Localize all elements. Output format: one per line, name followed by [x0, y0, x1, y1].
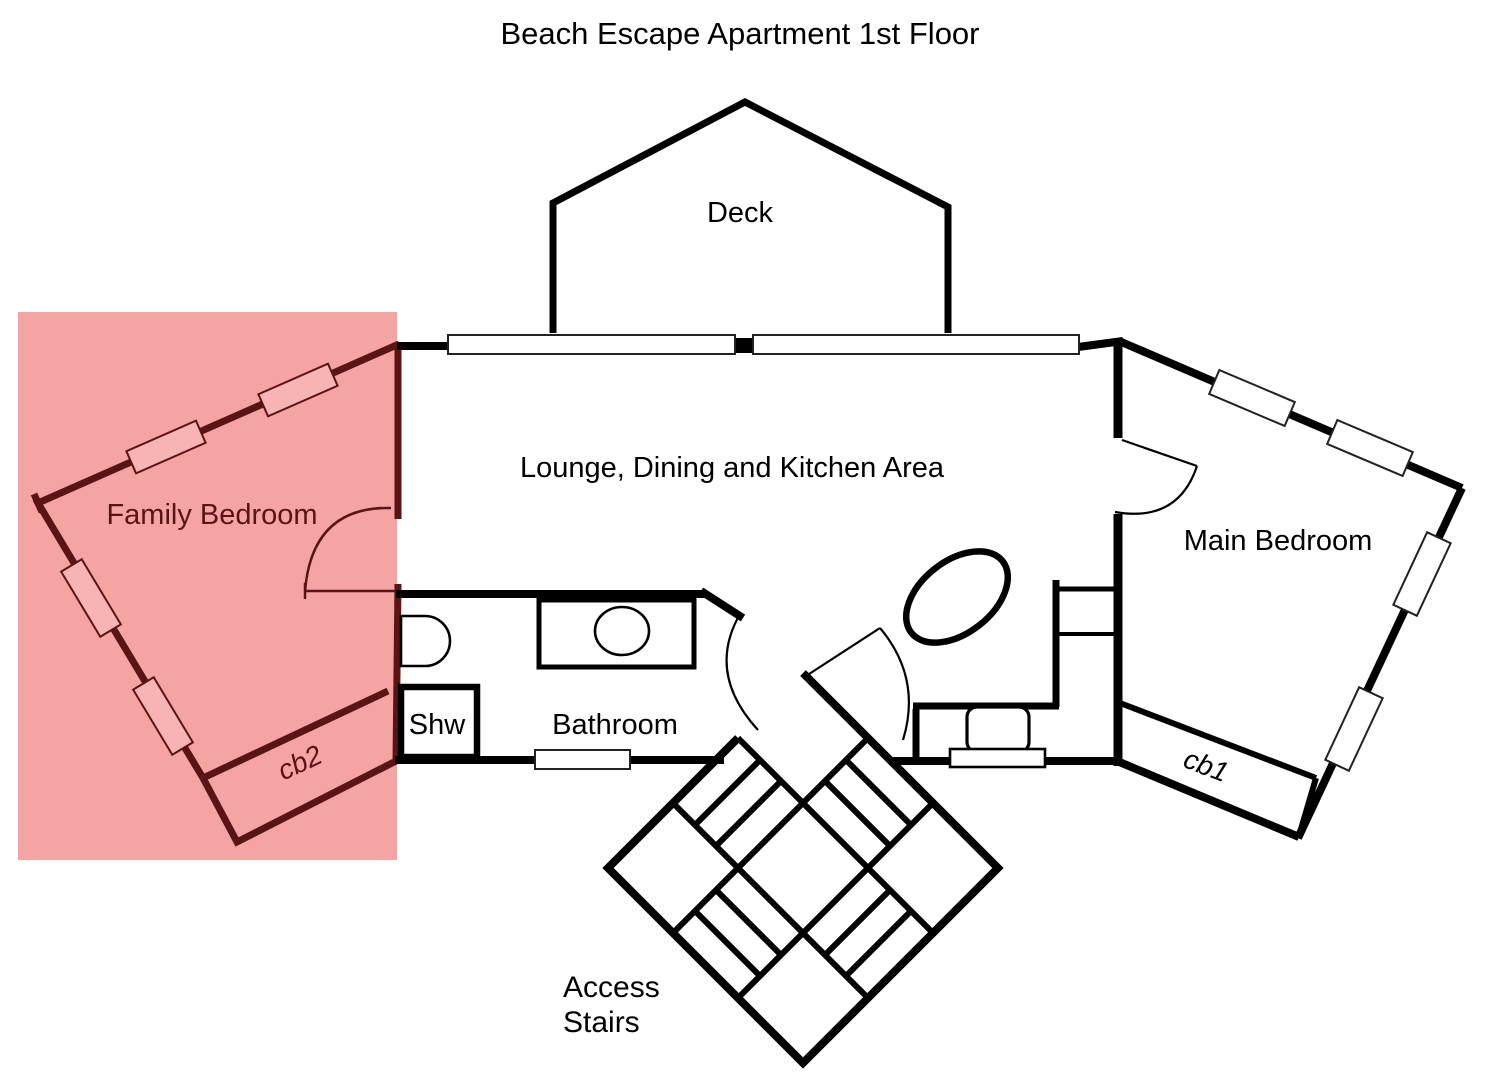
lounge-deck-window	[752, 334, 1080, 355]
access-stairs-label-line2: Stairs	[563, 1006, 640, 1039]
cupboard1-label: cb1	[1180, 743, 1233, 788]
shower-label: Shw	[409, 709, 466, 741]
bathroom-door-swing-arc	[725, 613, 759, 731]
page-title: Beach Escape Apartment 1st Floor	[500, 16, 979, 51]
stairs-flight-edges	[670, 735, 936, 1001]
family-bedroom-label: Family Bedroom	[106, 499, 317, 531]
deck-label: Deck	[707, 197, 774, 229]
bathroom-toilet	[399, 614, 452, 668]
stairs-door-swing-arc	[879, 627, 910, 741]
main-bedroom-label: Main Bedroom	[1184, 525, 1373, 557]
door-swings	[725, 438, 1199, 741]
access-stairs-label-line1: Access	[563, 971, 660, 1004]
main-bedroom-door-leaf	[1121, 438, 1198, 468]
main-bedroom-window	[1323, 685, 1385, 773]
access-stairs	[602, 670, 1004, 1069]
bathroom-basin	[593, 605, 651, 657]
main-bedroom-bottom-wall	[1115, 757, 1301, 841]
windows	[447, 334, 1453, 773]
cupboard2-outer-wall	[199, 757, 398, 847]
stairs-treads-ne	[822, 757, 914, 849]
wc-toilet-cistern	[965, 705, 1031, 754]
cupboard2-inner-wall	[201, 687, 390, 782]
family-bedroom-door-swing-arc	[303, 506, 392, 592]
lounge-label: Lounge, Dining and Kitchen Area	[520, 452, 945, 484]
dining-table	[902, 548, 1012, 646]
family-bedroom-window	[59, 557, 123, 639]
family-bedroom-window	[131, 675, 195, 757]
stairs-treads-nw	[692, 757, 784, 849]
main-bedroom-window	[1207, 368, 1297, 428]
main-bedroom-window	[1391, 530, 1453, 618]
family-bedroom-window	[257, 362, 339, 418]
stairs-treads-sw	[692, 887, 784, 979]
main-bedroom-door-swing-arc	[1114, 465, 1199, 515]
fixtures	[397, 548, 1047, 769]
lounge-deck-window	[447, 334, 736, 355]
stairs-treads-se	[822, 887, 914, 979]
bathroom-label: Bathroom	[552, 709, 678, 741]
wall-corner-tick	[30, 492, 46, 514]
family-bedroom-walls	[30, 340, 402, 847]
bathroom-window	[534, 749, 631, 770]
family-bedroom-window	[125, 419, 207, 475]
main-bedroom-window	[1325, 418, 1415, 478]
cupboard1-wall	[1118, 700, 1319, 837]
shower-cubicle	[397, 683, 481, 761]
bathroom-top-wall	[396, 587, 746, 622]
family-bedroom-right-wall	[392, 345, 402, 762]
top-wall-window-mullion	[736, 338, 754, 353]
wc-toilet-base	[948, 747, 1047, 769]
stairs-door-leaf	[805, 627, 881, 677]
deck-railing-wall	[549, 98, 952, 333]
